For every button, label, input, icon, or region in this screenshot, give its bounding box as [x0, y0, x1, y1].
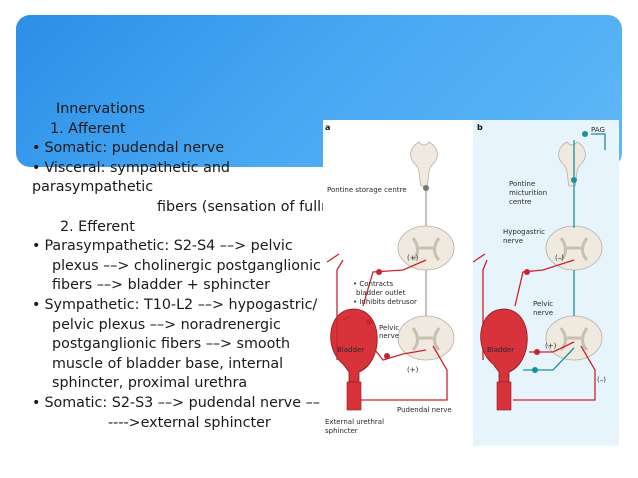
bladder-outlet-label: bladder outlet	[356, 289, 406, 297]
pontine-mict-label-1: Pontine	[509, 180, 535, 188]
ext-urethral-label-2: sphincter	[325, 427, 358, 435]
text-line-content: ---->external sphincter	[108, 414, 271, 431]
hypogastric-label-1: Hypogastric	[503, 228, 545, 236]
text-line: •Sympathetic: T10-L2 ––> hypogastric/	[22, 296, 322, 316]
text-line: ---->external sphincter	[22, 414, 322, 434]
bladder-b: Bladder	[480, 308, 528, 411]
text-line: •Visceral: sympathetic and	[22, 159, 322, 179]
bullet-icon: •	[32, 140, 41, 157]
spinal-section-a-upper	[397, 225, 455, 271]
text-line: sphincter, proximal urethra	[22, 374, 322, 394]
text-line-content: muscle of bladder base, internal	[52, 355, 284, 372]
bladder-a: Bladder	[330, 308, 378, 411]
plus-a-top: (+)	[407, 254, 419, 262]
brainstem-a	[410, 141, 438, 187]
text-line-content: 2. Efferent	[60, 218, 135, 235]
text-line: fibers (sensation of fullness)	[22, 198, 359, 218]
minus-b-bottom: (–)	[597, 376, 606, 384]
text-line: postganglionic fibers ––> smooth	[22, 335, 322, 355]
bullet-icon: •	[32, 296, 41, 313]
pontine-mict-label-3: centre	[509, 198, 531, 206]
hypogastric-label-2: nerve	[503, 237, 523, 245]
neuron-a-top	[423, 185, 429, 191]
spinal-section-b-upper	[545, 225, 603, 271]
panel-b-bg	[473, 120, 619, 446]
bladder-b-label: Bladder	[487, 346, 514, 354]
minus-b-top: (–)	[555, 254, 564, 262]
text-line-content: Sympathetic: T10-L2 ––> hypogastric/	[44, 296, 318, 313]
bullet-icon: •	[32, 238, 41, 255]
pudendal-nerve-label: Pudendal nerve	[397, 406, 452, 414]
text-line-content: Somatic: S2-S3 ––> pudendal nerve ––	[44, 394, 320, 411]
text-line-content: parasympathetic	[32, 179, 154, 196]
pag-label: PAG	[591, 126, 605, 134]
text-line-content: sphincter, proximal urethra	[52, 375, 248, 392]
spinal-section-a-lower	[397, 315, 455, 361]
text-line: fibers ––> bladder + sphincter	[22, 276, 322, 296]
pelvic-nerve-b-label-2: nerve	[533, 309, 553, 317]
plus-a-bottom: (+)	[407, 366, 419, 374]
text-line: 1. Afferent	[22, 120, 322, 140]
pelvic-nerve-a-label-1: Pelvic	[379, 324, 399, 332]
text-line-content: plexus ––> cholinergic postganglionic	[52, 257, 321, 274]
text-line-content: pelvic plexus ––> noradrenergic	[52, 316, 281, 333]
text-line: Innervations	[22, 100, 322, 120]
panel-a-letter: a	[325, 123, 330, 132]
text-line-content: postganglionic fibers ––> smooth	[52, 336, 291, 353]
ext-urethral-label-1: External urethral	[325, 418, 384, 426]
micturition-diagram: a b Bladder	[323, 120, 619, 446]
bullet-icon: •	[32, 394, 41, 411]
panel-b-letter: b	[477, 123, 483, 132]
pontine-mict-label-2: micturition	[509, 189, 547, 197]
pelvic-nerve-b-label-1: Pelvic	[533, 300, 553, 308]
text-line-content: Somatic: pudendal nerve	[44, 140, 225, 157]
text-line-content: Visceral: sympathetic and	[44, 159, 230, 176]
text-line: •Parasympathetic: S2-S4 ––> pelvic	[22, 237, 322, 257]
text-line-content: Parasympathetic: S2-S4 ––> pelvic	[44, 238, 293, 255]
bladder-a-label: Bladder	[337, 346, 364, 354]
text-line-content: fibers ––> bladder + sphincter	[52, 277, 271, 294]
nerves-a	[336, 259, 448, 401]
spinal-section-b-lower	[545, 315, 603, 361]
panel-a-bg	[323, 120, 473, 446]
text-line: pelvic plexus ––> noradrenergic	[22, 316, 322, 336]
pelvic-nerve-a-label-2: nerve	[379, 332, 399, 340]
contracts-label: • Contracts	[353, 280, 393, 288]
text-line-content: Innervations	[56, 101, 146, 117]
inhibits-detrusor-label: • Inhibits detrusor	[353, 298, 417, 306]
bullet-icon: •	[32, 159, 41, 176]
text-line: plexus ––> cholinergic postganglionic	[22, 257, 322, 277]
pontine-storage-label: Pontine storage centre	[327, 186, 407, 194]
text-line: 2. Efferent	[22, 218, 322, 238]
plus-b: (+)	[545, 342, 557, 350]
text-line: •Somatic: pudendal nerve	[22, 139, 322, 159]
brainstem-b	[558, 141, 586, 187]
text-line-content: fibers (sensation of fullness)	[157, 198, 360, 215]
text-line-content: 1. Afferent	[50, 120, 126, 137]
text-line: •Somatic: S2-S3 ––> pudendal nerve ––	[22, 394, 322, 414]
text-line: parasympathetic	[22, 178, 322, 198]
text-line: muscle of bladder base, internal	[22, 355, 322, 375]
